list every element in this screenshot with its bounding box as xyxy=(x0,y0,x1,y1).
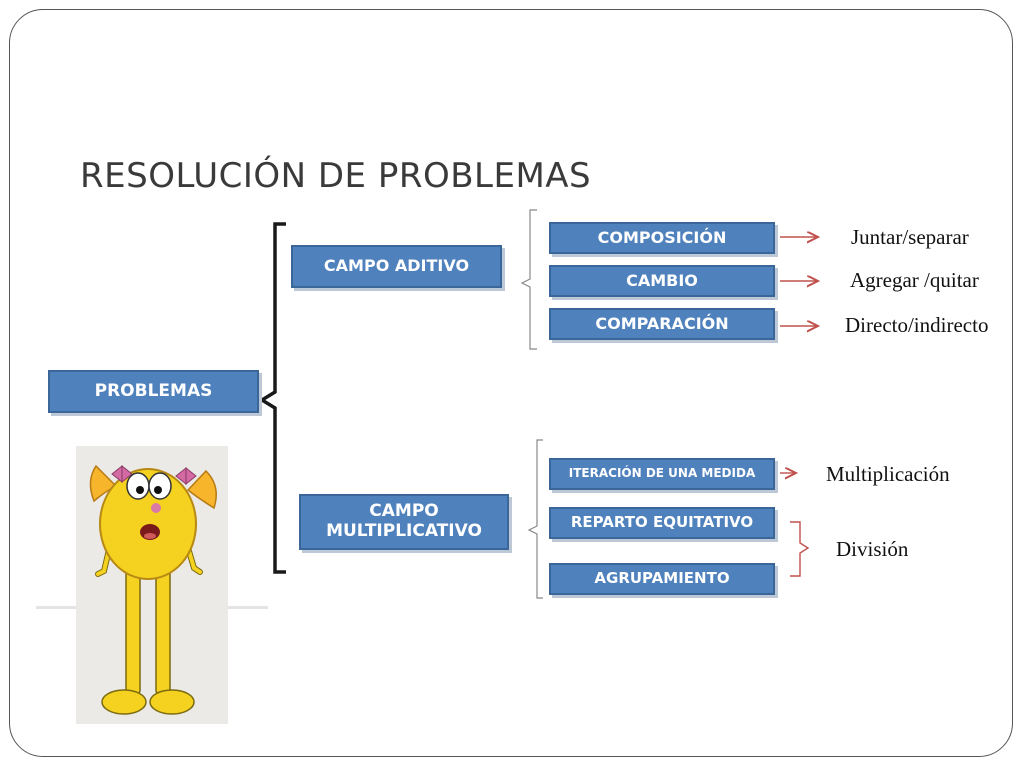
comparacion-box: COMPARACIÓN xyxy=(549,308,775,340)
slide-title: RESOLUCIÓN DE PROBLEMAS xyxy=(80,156,592,196)
campo-multiplicativo-line2: MULTIPLICATIVO xyxy=(326,521,482,541)
campo-aditivo-box: CAMPO ADITIVO xyxy=(291,245,502,288)
note-division: División xyxy=(836,537,909,561)
agrupamiento-box: AGRUPAMIENTO xyxy=(549,563,775,595)
campo-multiplicativo-line1: CAMPO xyxy=(369,501,439,522)
note-iteracion: Multiplicación xyxy=(826,462,950,486)
multiplicativo-brace xyxy=(527,439,543,599)
character-illustration xyxy=(76,446,228,724)
aditivo-brace xyxy=(520,209,537,350)
note-cambio: Agregar /quitar xyxy=(850,268,979,292)
problemas-box: PROBLEMAS xyxy=(48,370,259,413)
note-composicion: Juntar/separar xyxy=(851,225,969,249)
reparto-box: REPARTO EQUITATIVO xyxy=(549,507,775,539)
campo-multiplicativo-box: CAMPO MULTIPLICATIVO xyxy=(299,494,509,550)
cambio-box: CAMBIO xyxy=(549,265,775,297)
composicion-box: COMPOSICIÓN xyxy=(549,222,775,254)
division-brace xyxy=(790,521,810,577)
main-brace xyxy=(258,222,286,574)
iteracion-box: ITERACIÓN DE UNA MEDIDA xyxy=(549,458,775,490)
note-comparacion: Directo/indirecto xyxy=(845,313,989,337)
